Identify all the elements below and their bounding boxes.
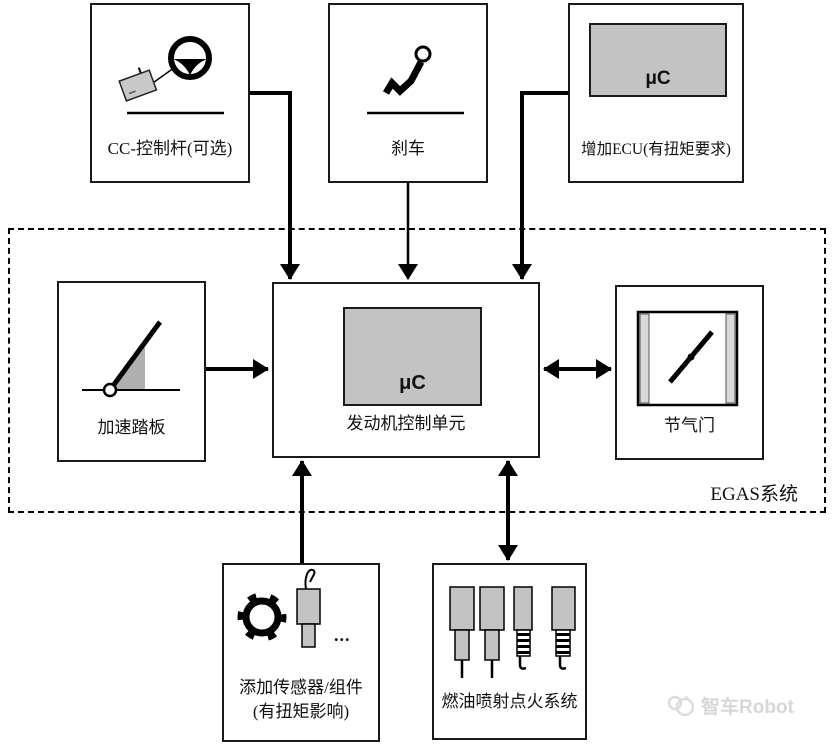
watermark-text: 智车Robot [701, 696, 794, 718]
added-sensors-label: 添加传感器/组件 (有扭矩影响) [226, 676, 376, 724]
node-engine-control-unit: μC 发动机控制单元 [272, 282, 540, 458]
added-sensors-label-line1: 添加传感器/组件 [239, 678, 363, 697]
brake-label: 刹车 [391, 139, 425, 158]
egas-system-label: EGAS系统 [710, 484, 798, 505]
add-ecu-microcontroller-chip: μC [589, 23, 727, 97]
node-throttle: 节气门 [615, 285, 764, 460]
sensors-ellipsis: ... [334, 625, 351, 645]
steering-wheel-lever-icon [118, 36, 224, 115]
node-fuel-injection-ignition: 燃油喷射点火系统 [432, 563, 587, 740]
watermark: 智车Robot [666, 686, 826, 724]
node-accelerator-pedal: 加速踏板 [57, 281, 206, 462]
engine-control-unit-label: 发动机控制单元 [346, 414, 466, 433]
sensor-gear-icon [237, 568, 321, 648]
throttle-valve-icon [636, 310, 739, 407]
ecu-chip-label: μC [399, 372, 426, 394]
node-added-sensors: ... 添加传感器/组件 (有扭矩影响) [222, 563, 380, 742]
injectors-spark-plugs-icon [449, 586, 576, 678]
egas-system-boundary: EGAS系统 [8, 228, 826, 513]
fuel-injection-label: 燃油喷射点火系统 [441, 692, 578, 711]
added-sensors-label-line2: (有扭矩影响) [252, 702, 350, 721]
cc-control-lever-label: CC-控制杆(可选) [107, 139, 233, 158]
add-ecu-chip-label: μC [645, 68, 671, 89]
accelerator-pedal-label: 加速踏板 [97, 418, 166, 437]
additional-ecu-label: 增加ECU(有扭矩要求) [581, 141, 731, 158]
accelerator-pedal-icon [82, 320, 180, 398]
brake-pedal-icon [367, 45, 464, 115]
ecu-microcontroller-chip: μC [343, 307, 482, 406]
throttle-label: 节气门 [664, 416, 715, 435]
node-brake: 刹车 [328, 3, 488, 183]
node-additional-ecu: μC 增加ECU(有扭矩要求) [568, 3, 744, 183]
watermark-robot-logo-icon [667, 695, 695, 717]
node-cc-control-lever: CC-控制杆(可选) [90, 3, 250, 183]
